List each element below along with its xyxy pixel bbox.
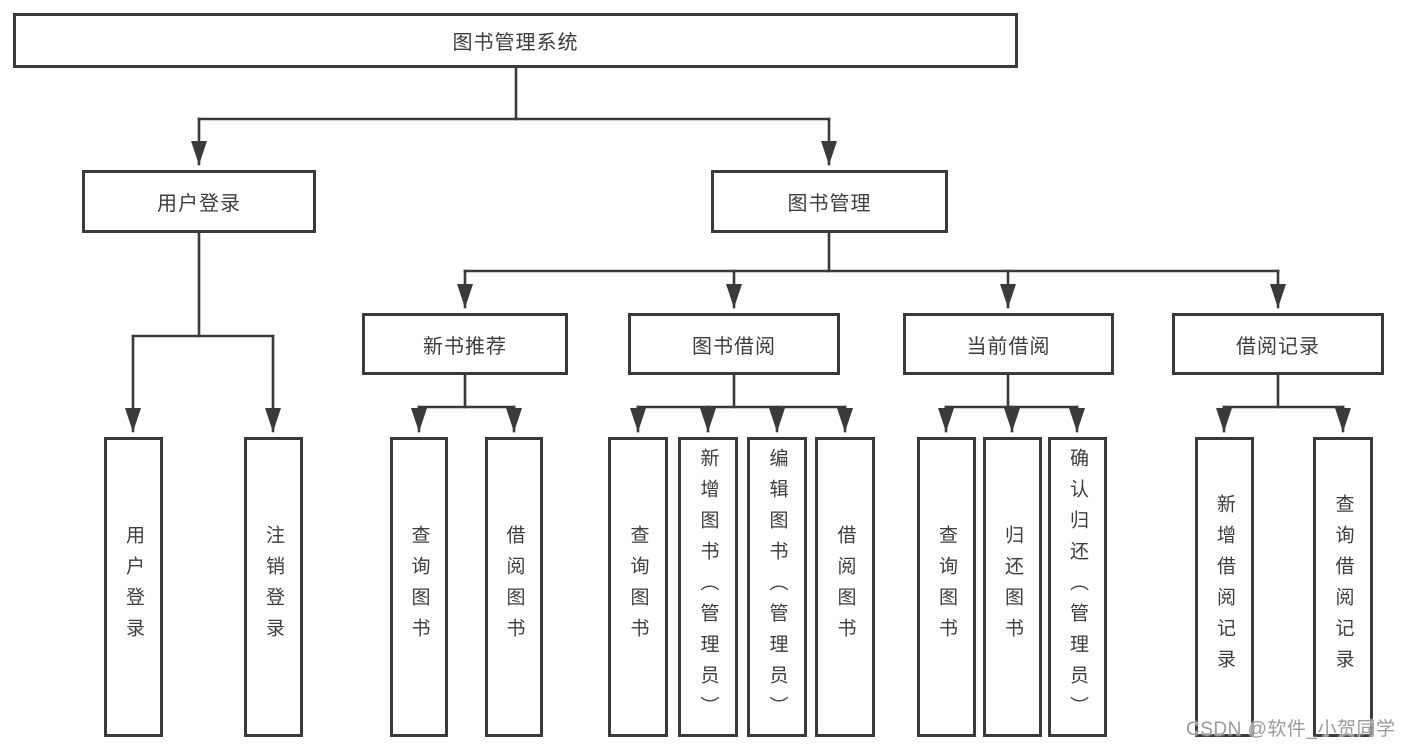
leaf-confirm-return-admin-label: 确认归还（管理员） (1067, 447, 1088, 727)
leaf-query-books-current-label: 查询图书 (936, 525, 957, 649)
node-current-borrowing-label: 当前借阅 (966, 335, 1051, 358)
leaf-user-login: 用户登录 (104, 437, 163, 737)
node-current-borrowing: 当前借阅 (903, 313, 1114, 375)
node-user-login: 用户登录 (82, 170, 316, 233)
node-borrowing-records-label: 借阅记录 (1236, 335, 1320, 358)
leaf-return-books-label: 归还图书 (1002, 525, 1023, 649)
node-borrowing-records: 借阅记录 (1172, 313, 1384, 375)
csdn-watermark: CSDN @软件_小贺同学 (1186, 719, 1396, 740)
leaf-query-borrow-record: 查询借阅记录 (1313, 437, 1373, 737)
node-book-borrowing: 图书借阅 (628, 313, 840, 375)
leaf-edit-books-admin: 编辑图书（管理员） (747, 437, 807, 737)
leaf-add-borrow-record-label: 新增借阅记录 (1214, 494, 1235, 680)
leaf-query-books-current: 查询图书 (917, 437, 976, 737)
leaf-borrow-books-recommend-label: 借阅图书 (503, 525, 525, 649)
leaf-query-books-recommend: 查询图书 (390, 437, 448, 737)
node-root: 图书管理系统 (13, 13, 1018, 68)
node-root-label: 图书管理系统 (452, 32, 579, 54)
leaf-borrow-books-borrow: 借阅图书 (815, 437, 875, 737)
leaf-query-books-recommend-label: 查询图书 (408, 525, 430, 649)
leaf-confirm-return-admin: 确认归还（管理员） (1048, 437, 1107, 737)
leaf-edit-books-admin-label: 编辑图书（管理员） (766, 447, 788, 727)
node-book-borrowing-label: 图书借阅 (692, 335, 776, 358)
leaf-logout-label: 注销登录 (263, 525, 284, 649)
leaf-logout: 注销登录 (244, 437, 303, 737)
node-book-management: 图书管理 (711, 170, 948, 233)
leaf-borrow-books-recommend: 借阅图书 (485, 437, 543, 737)
node-new-book-recommend: 新书推荐 (362, 313, 568, 375)
leaf-add-books-admin-label: 新增图书（管理员） (697, 447, 719, 727)
node-book-management-label: 图书管理 (787, 193, 872, 215)
leaf-user-login-label: 用户登录 (123, 525, 144, 649)
leaf-add-books-admin: 新增图书（管理员） (678, 437, 738, 737)
leaf-return-books: 归还图书 (983, 437, 1042, 737)
leaf-borrow-books-borrow-label: 借阅图书 (834, 525, 856, 649)
leaf-query-books-borrow-label: 查询图书 (627, 525, 649, 649)
node-user-login-label: 用户登录 (157, 193, 241, 215)
node-new-book-recommend-label: 新书推荐 (423, 335, 507, 358)
leaf-add-borrow-record: 新增借阅记录 (1195, 437, 1254, 737)
leaf-query-books-borrow: 查询图书 (608, 437, 668, 737)
leaf-query-borrow-record-label: 查询借阅记录 (1332, 494, 1354, 680)
